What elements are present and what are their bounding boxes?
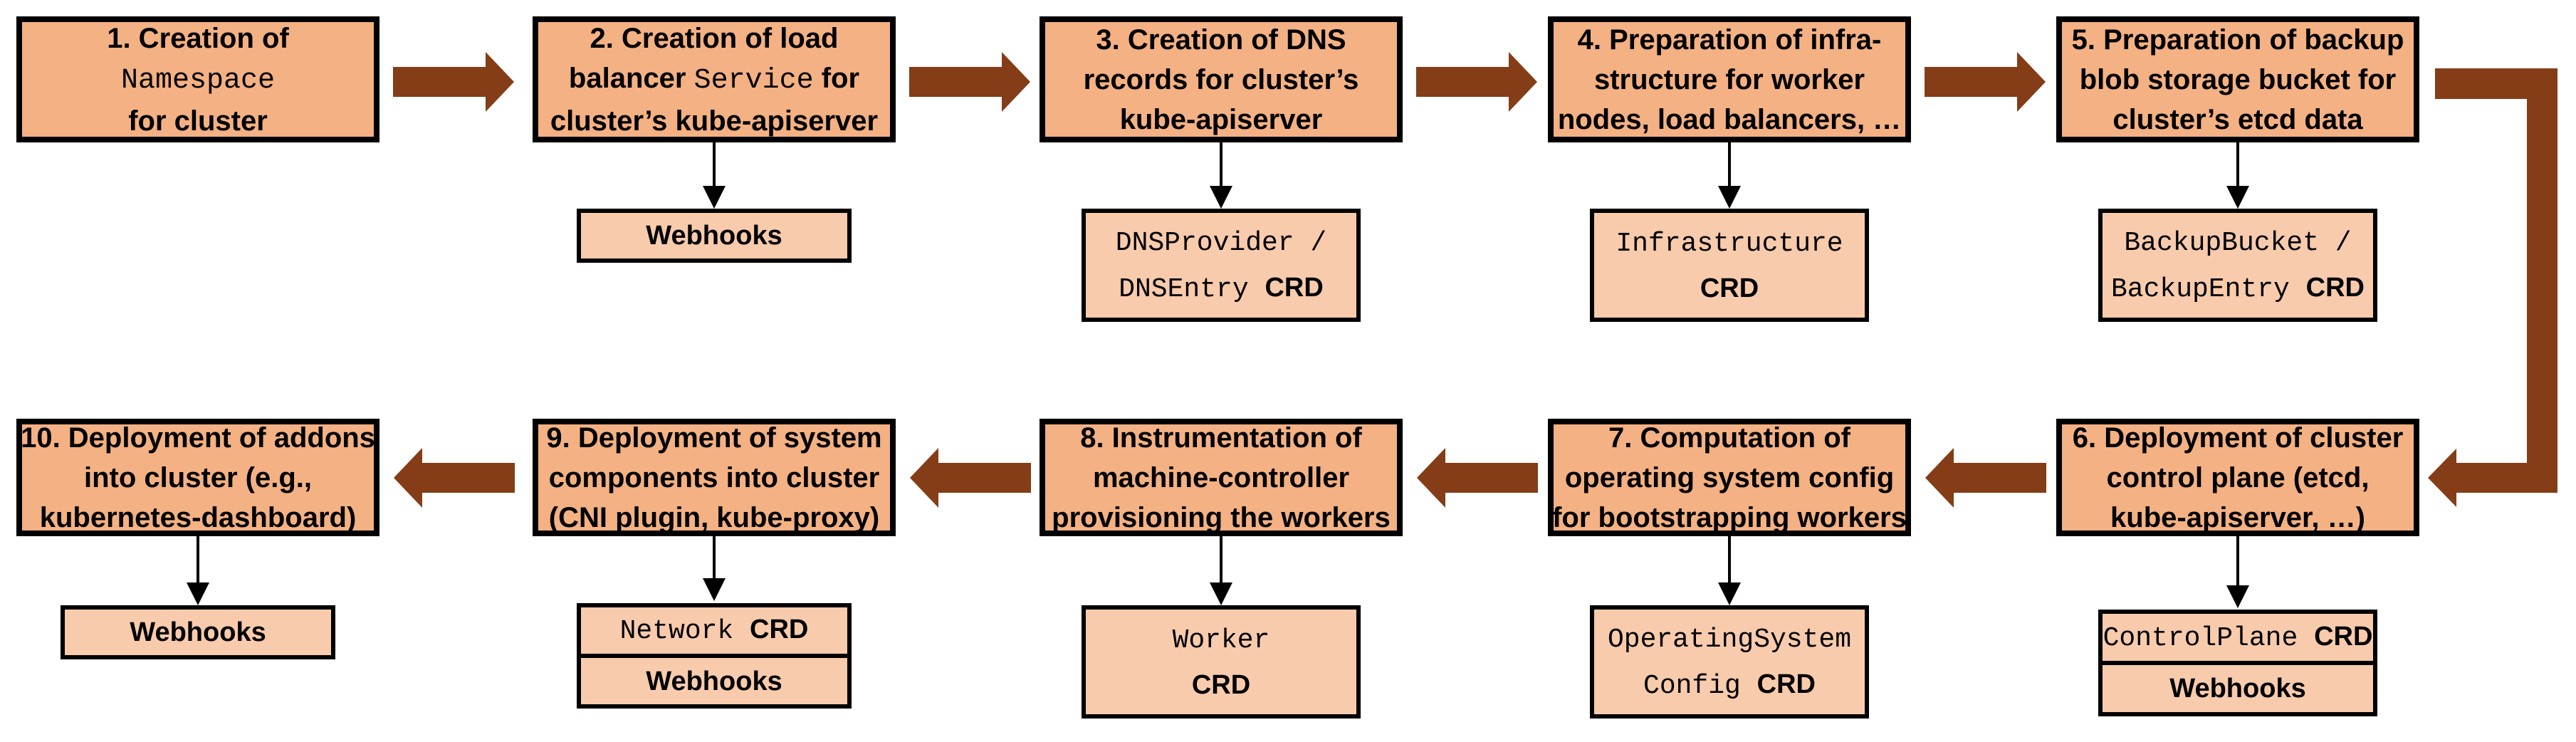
step-10-connector-line [197, 536, 199, 585]
step-2-webhooks-box: Webhooks [577, 209, 852, 263]
flow-arrow-8-to-9 [910, 448, 1031, 508]
arrow-head-left-icon [910, 448, 938, 508]
flow-arrow-7-to-8 [1417, 448, 1538, 508]
arrow-shaft [1925, 67, 2018, 97]
step-7-connector-arrowhead-icon [1718, 582, 1741, 605]
step-4-title: 4. Preparation of infra-structure for wo… [1557, 23, 1902, 135]
step-4-connector-line [1728, 142, 1731, 188]
flow-arrow-3-to-4 [1416, 52, 1537, 112]
step-5-crd-box: BackupBucket /BackupEntry CRD [2098, 209, 2377, 322]
arrow-shaft [938, 463, 1031, 493]
arrow-head-left-icon [2428, 449, 2456, 507]
arrow-head-right-icon [486, 52, 514, 112]
step-5-connector-line [2236, 142, 2239, 188]
step-6-connector-arrowhead-icon [2226, 585, 2249, 608]
step-9-substack: Network CRD Webhooks [577, 603, 852, 709]
step-2-connector-arrowhead-icon [703, 186, 726, 209]
step-9-crd-box: Network CRD [581, 607, 847, 654]
step-10-connector-arrowhead-icon [187, 582, 209, 605]
elbow-bottom-segment [2455, 463, 2557, 493]
flow-arrow-6-to-7 [1925, 448, 2046, 508]
flow-arrow-1-to-2 [393, 52, 514, 112]
step-9-crd-label: Network CRD [619, 615, 809, 647]
arrow-shaft [909, 67, 1002, 97]
step-9-webhooks-label: Webhooks [646, 666, 782, 696]
arrow-head-left-icon [1417, 448, 1445, 508]
arrow-head-left-icon [1925, 448, 1954, 508]
arrow-shaft [393, 67, 486, 97]
step-6-connector-line [2236, 536, 2239, 587]
step-6-crd-label: ControlPlane CRD [2103, 621, 2373, 654]
step-9-connector-arrowhead-icon [703, 578, 726, 601]
step-7-connector-line [1728, 536, 1731, 585]
step-3-connector-line [1220, 142, 1222, 188]
flow-arrow-2-to-3 [909, 52, 1030, 112]
step-2-connector-line [713, 142, 716, 188]
step-9-connector-line [713, 536, 716, 580]
arrow-head-right-icon [1002, 52, 1030, 112]
flow-arrow-9-to-10 [394, 448, 515, 508]
step-8-connector-line [1220, 536, 1222, 585]
elbow-vertical-segment [2527, 68, 2557, 493]
arrow-shaft [1416, 67, 1509, 97]
flow-arrow-4-to-5 [1925, 52, 2046, 112]
arrow-head-left-icon [394, 448, 422, 508]
arrow-head-right-icon [2017, 52, 2046, 112]
step-9-webhooks-box: Webhooks [581, 654, 847, 704]
step-5-crd-label: BackupBucket /BackupEntry CRD [2111, 227, 2365, 305]
step-6-webhooks-label: Webhooks [2169, 674, 2306, 704]
arrow-shaft [1953, 463, 2046, 493]
arrow-shaft [422, 463, 515, 493]
step-10-webhooks-label: Webhooks [130, 617, 266, 647]
step-4-connector-arrowhead-icon [1718, 186, 1741, 209]
step-6-webhooks-box: Webhooks [2103, 661, 2373, 712]
step-8-connector-arrowhead-icon [1210, 582, 1232, 605]
step-4-box: 4. Preparation of infra-structure for wo… [1548, 16, 1911, 142]
step-10-webhooks-box: Webhooks [61, 605, 335, 659]
step-5-connector-arrowhead-icon [2226, 186, 2249, 209]
step-2-webhooks-label: Webhooks [646, 221, 782, 251]
arrow-shaft [1445, 463, 1538, 493]
step-6-crd-box: ControlPlane CRD [2103, 614, 2373, 661]
step-3-crd-box: DNSProvider /DNSEntry CRD [1082, 209, 1361, 322]
step-3-crd-label: DNSProvider /DNSEntry CRD [1115, 227, 1327, 305]
step-3-connector-arrowhead-icon [1210, 186, 1232, 209]
arrow-head-right-icon [1509, 52, 1537, 112]
step-6-substack: ControlPlane CRD Webhooks [2098, 610, 2377, 716]
